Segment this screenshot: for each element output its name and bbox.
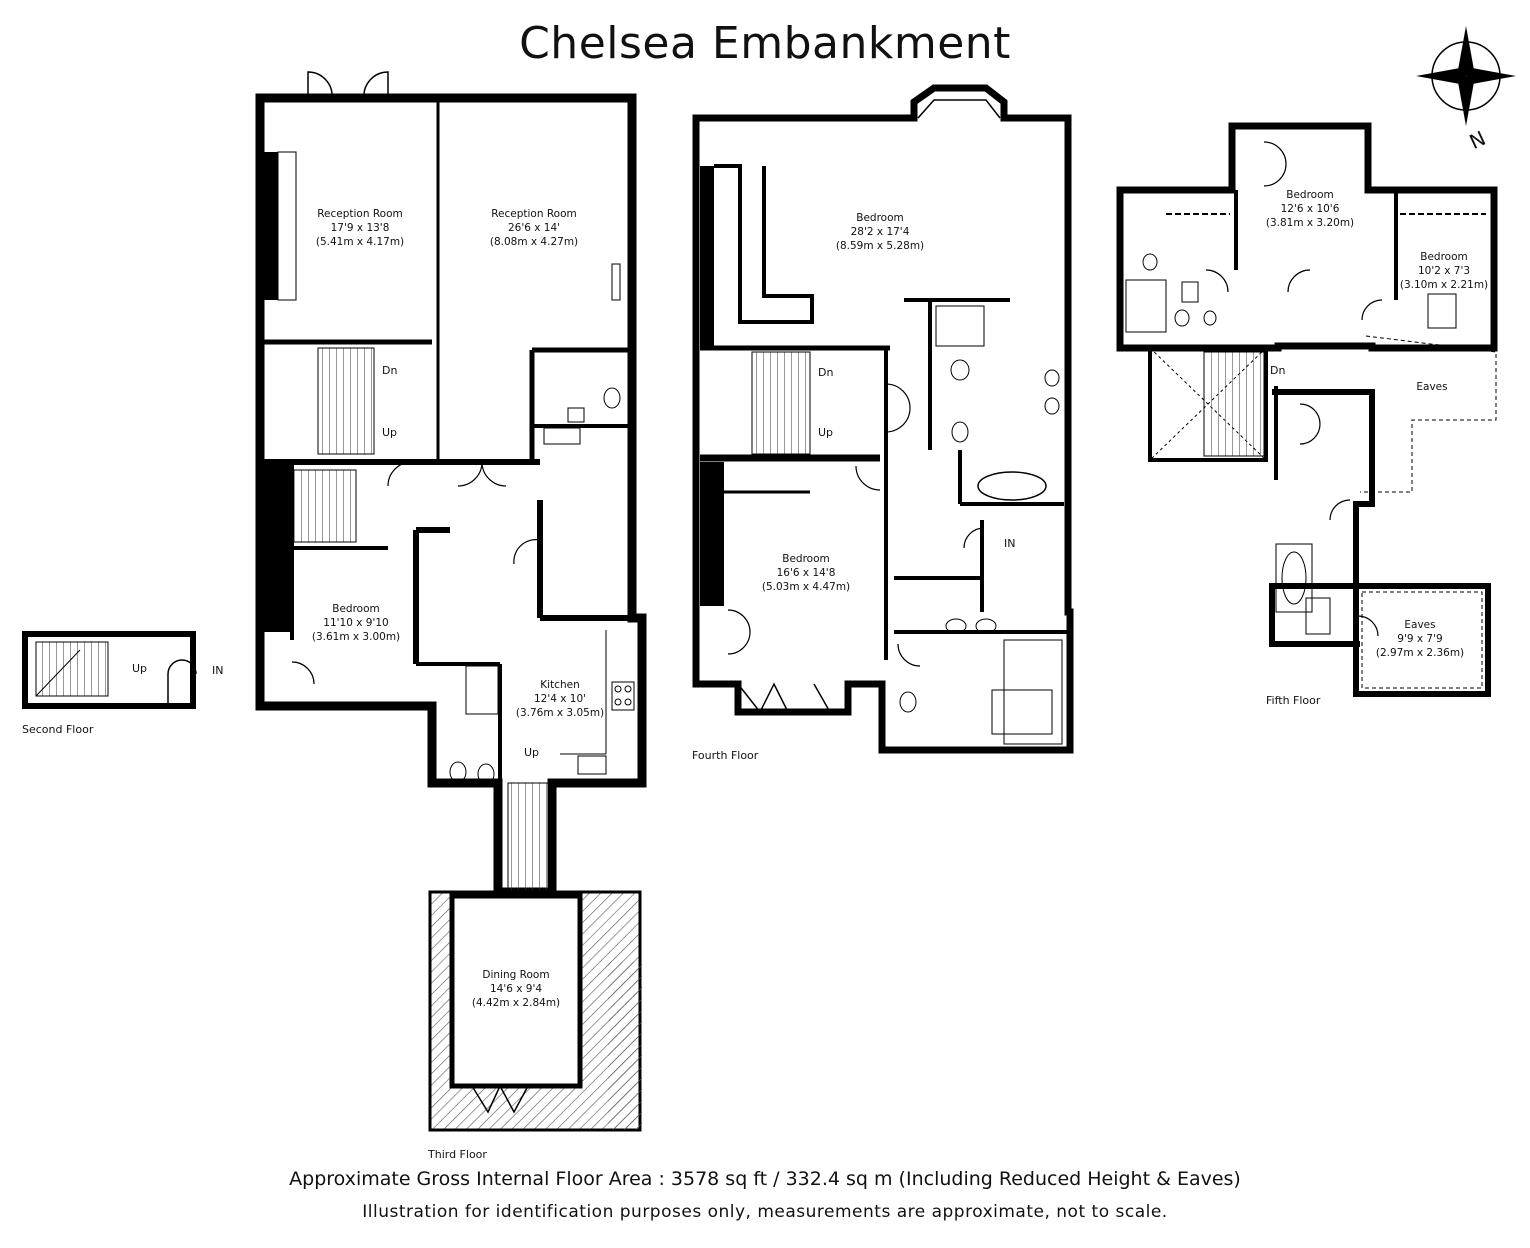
- stair-up-label: Up: [382, 426, 398, 439]
- stair-down-label: Dn: [382, 364, 398, 377]
- room-eaves-1: Eaves: [1416, 381, 1448, 393]
- fourth-floor-plan: [692, 84, 1074, 754]
- second-floor-plan: [22, 631, 197, 709]
- entrance-label: IN: [212, 664, 224, 677]
- stair-down-label: Dn: [818, 366, 834, 379]
- stair-up-label: Up: [132, 662, 148, 675]
- floor-area-summary: Approximate Gross Internal Floor Area : …: [289, 1168, 1241, 1190]
- stair-up-label-dining: Up: [524, 746, 540, 759]
- disclaimer: Illustration for identification purposes…: [362, 1202, 1168, 1222]
- stair-up-label: Up: [818, 426, 834, 439]
- floor-label-fourth: Fourth Floor: [692, 749, 759, 762]
- page-title: Chelsea Embankment: [519, 18, 1011, 69]
- floor-label-second: Second Floor: [22, 723, 94, 736]
- third-floor-plan: [255, 71, 647, 1132]
- compass-rose-icon: [1416, 26, 1516, 126]
- fifth-floor-plan: [1116, 122, 1498, 697]
- floor-label-fifth: Fifth Floor: [1266, 694, 1321, 707]
- entrance-label: IN: [1004, 537, 1016, 550]
- stair-down-label: Dn: [1270, 364, 1286, 377]
- floor-label-third: Third Floor: [428, 1148, 487, 1161]
